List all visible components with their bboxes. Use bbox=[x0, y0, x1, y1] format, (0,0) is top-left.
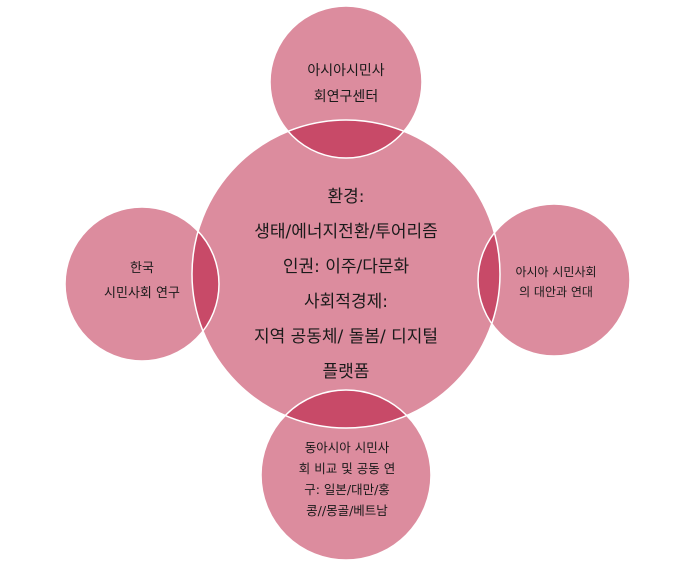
bottom-outline bbox=[260, 389, 432, 561]
top-line: 회연구센터 bbox=[313, 89, 379, 105]
center-circle bbox=[192, 120, 500, 428]
center-line: 지역 공동체/ 돌봄/ 디지털 bbox=[253, 327, 439, 347]
bottom-label: 동아시아 시민사 회 비교 및 공동 연 구: 일본/대만/홍 콩//몽골/베트… bbox=[277, 437, 417, 521]
bottom-circle bbox=[261, 390, 431, 560]
center-line: 환경: bbox=[327, 187, 365, 207]
center-line: 사회적경제: bbox=[304, 292, 388, 312]
bottom-line: 구: 일본/대만/홍 bbox=[304, 482, 390, 497]
top-line: 아시아시민사 bbox=[307, 63, 385, 79]
right-line: 의 대안과 연대 bbox=[519, 285, 593, 299]
bottom-line: 동아시아 시민사 bbox=[304, 440, 390, 455]
bottom-line: 콩//몽골/베트남 bbox=[306, 503, 388, 518]
right-label: 아시아 시민사회 의 대안과 연대 bbox=[486, 262, 626, 302]
right-line: 아시아 시민사회 bbox=[515, 265, 597, 279]
right-circle bbox=[478, 204, 630, 356]
bottom-line: 회 비교 및 공동 연 bbox=[298, 461, 396, 476]
center-outline bbox=[191, 119, 501, 429]
left-label: 한국 시민사회 연구 bbox=[82, 256, 202, 306]
left-circle bbox=[65, 207, 219, 361]
top-outline bbox=[269, 5, 423, 159]
center-label: 환경: 생태/에너지전환/투어리즘 인권: 이주/다문화 사회적경제: 지역 공… bbox=[215, 180, 477, 390]
left-line: 시민사회 연구 bbox=[104, 286, 180, 301]
left-line: 한국 bbox=[130, 261, 154, 276]
center-line: 생태/에너지전환/투어리즘 bbox=[254, 222, 438, 242]
top-circle bbox=[270, 6, 422, 158]
center-line: 인권: 이주/다문화 bbox=[282, 257, 410, 277]
top-label: 아시아시민사 회연구센터 bbox=[290, 58, 402, 110]
right-outline bbox=[477, 203, 631, 357]
left-outline bbox=[64, 206, 220, 362]
center-line: 플랫폼 bbox=[322, 362, 370, 382]
